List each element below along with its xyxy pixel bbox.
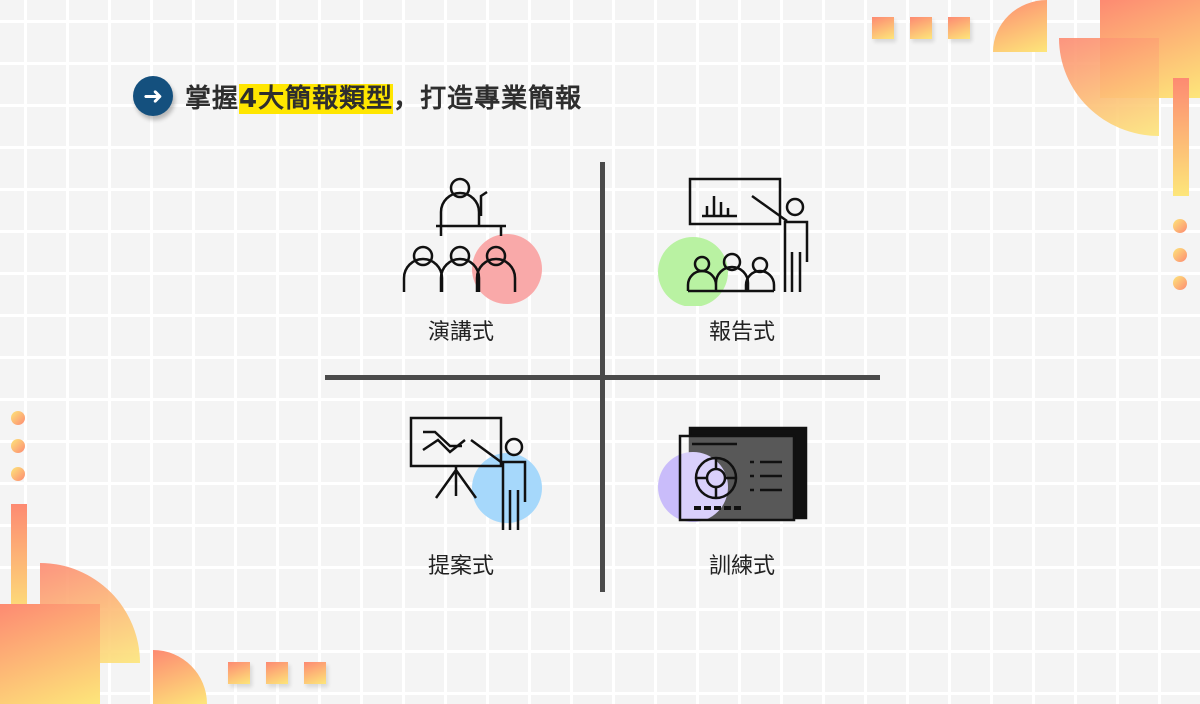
decor-bar	[11, 504, 27, 622]
quadrant-label: 報告式	[708, 320, 775, 345]
report-icon	[658, 177, 809, 306]
lecture-icon	[402, 177, 542, 304]
decor-dot	[11, 467, 25, 481]
page-title: ➜ 掌握4大簡報類型，打造專業簡報	[133, 76, 582, 116]
decor-block	[0, 604, 100, 704]
decor-quarter	[153, 650, 207, 704]
decor-square	[948, 17, 970, 39]
decor-square	[266, 662, 288, 684]
decor-square	[304, 662, 326, 684]
quadrant-report: 報告式	[652, 176, 832, 346]
title-suffix: ，打造專業簡報	[393, 83, 583, 114]
decor-square	[910, 17, 932, 39]
quadrant-proposal: 提案式	[371, 410, 551, 580]
training-icon	[658, 426, 808, 522]
decor-dot	[11, 439, 25, 453]
decor-quarter	[1059, 38, 1159, 136]
decor-dot	[11, 411, 25, 425]
title-prefix: 掌握	[185, 83, 240, 114]
decor-dot	[1173, 219, 1187, 233]
arrow-right-icon: ➜	[133, 76, 173, 116]
quadrant-lecture: 演講式	[371, 176, 551, 346]
decor-square	[228, 662, 250, 684]
quadrant-label: 訓練式	[708, 554, 775, 579]
quadrant-training: 訓練式	[652, 410, 832, 580]
decor-quarter	[993, 0, 1047, 52]
decor-dot	[1173, 276, 1187, 290]
divider-horizontal	[325, 375, 880, 380]
quadrant-label: 提案式	[427, 554, 494, 579]
title-highlight: 4大簡報類型	[239, 83, 394, 114]
decor-square	[872, 17, 894, 39]
quadrant-label: 演講式	[427, 320, 494, 345]
decor-bar	[1173, 78, 1189, 196]
proposal-icon	[409, 416, 542, 530]
decor-dot	[1173, 248, 1187, 262]
